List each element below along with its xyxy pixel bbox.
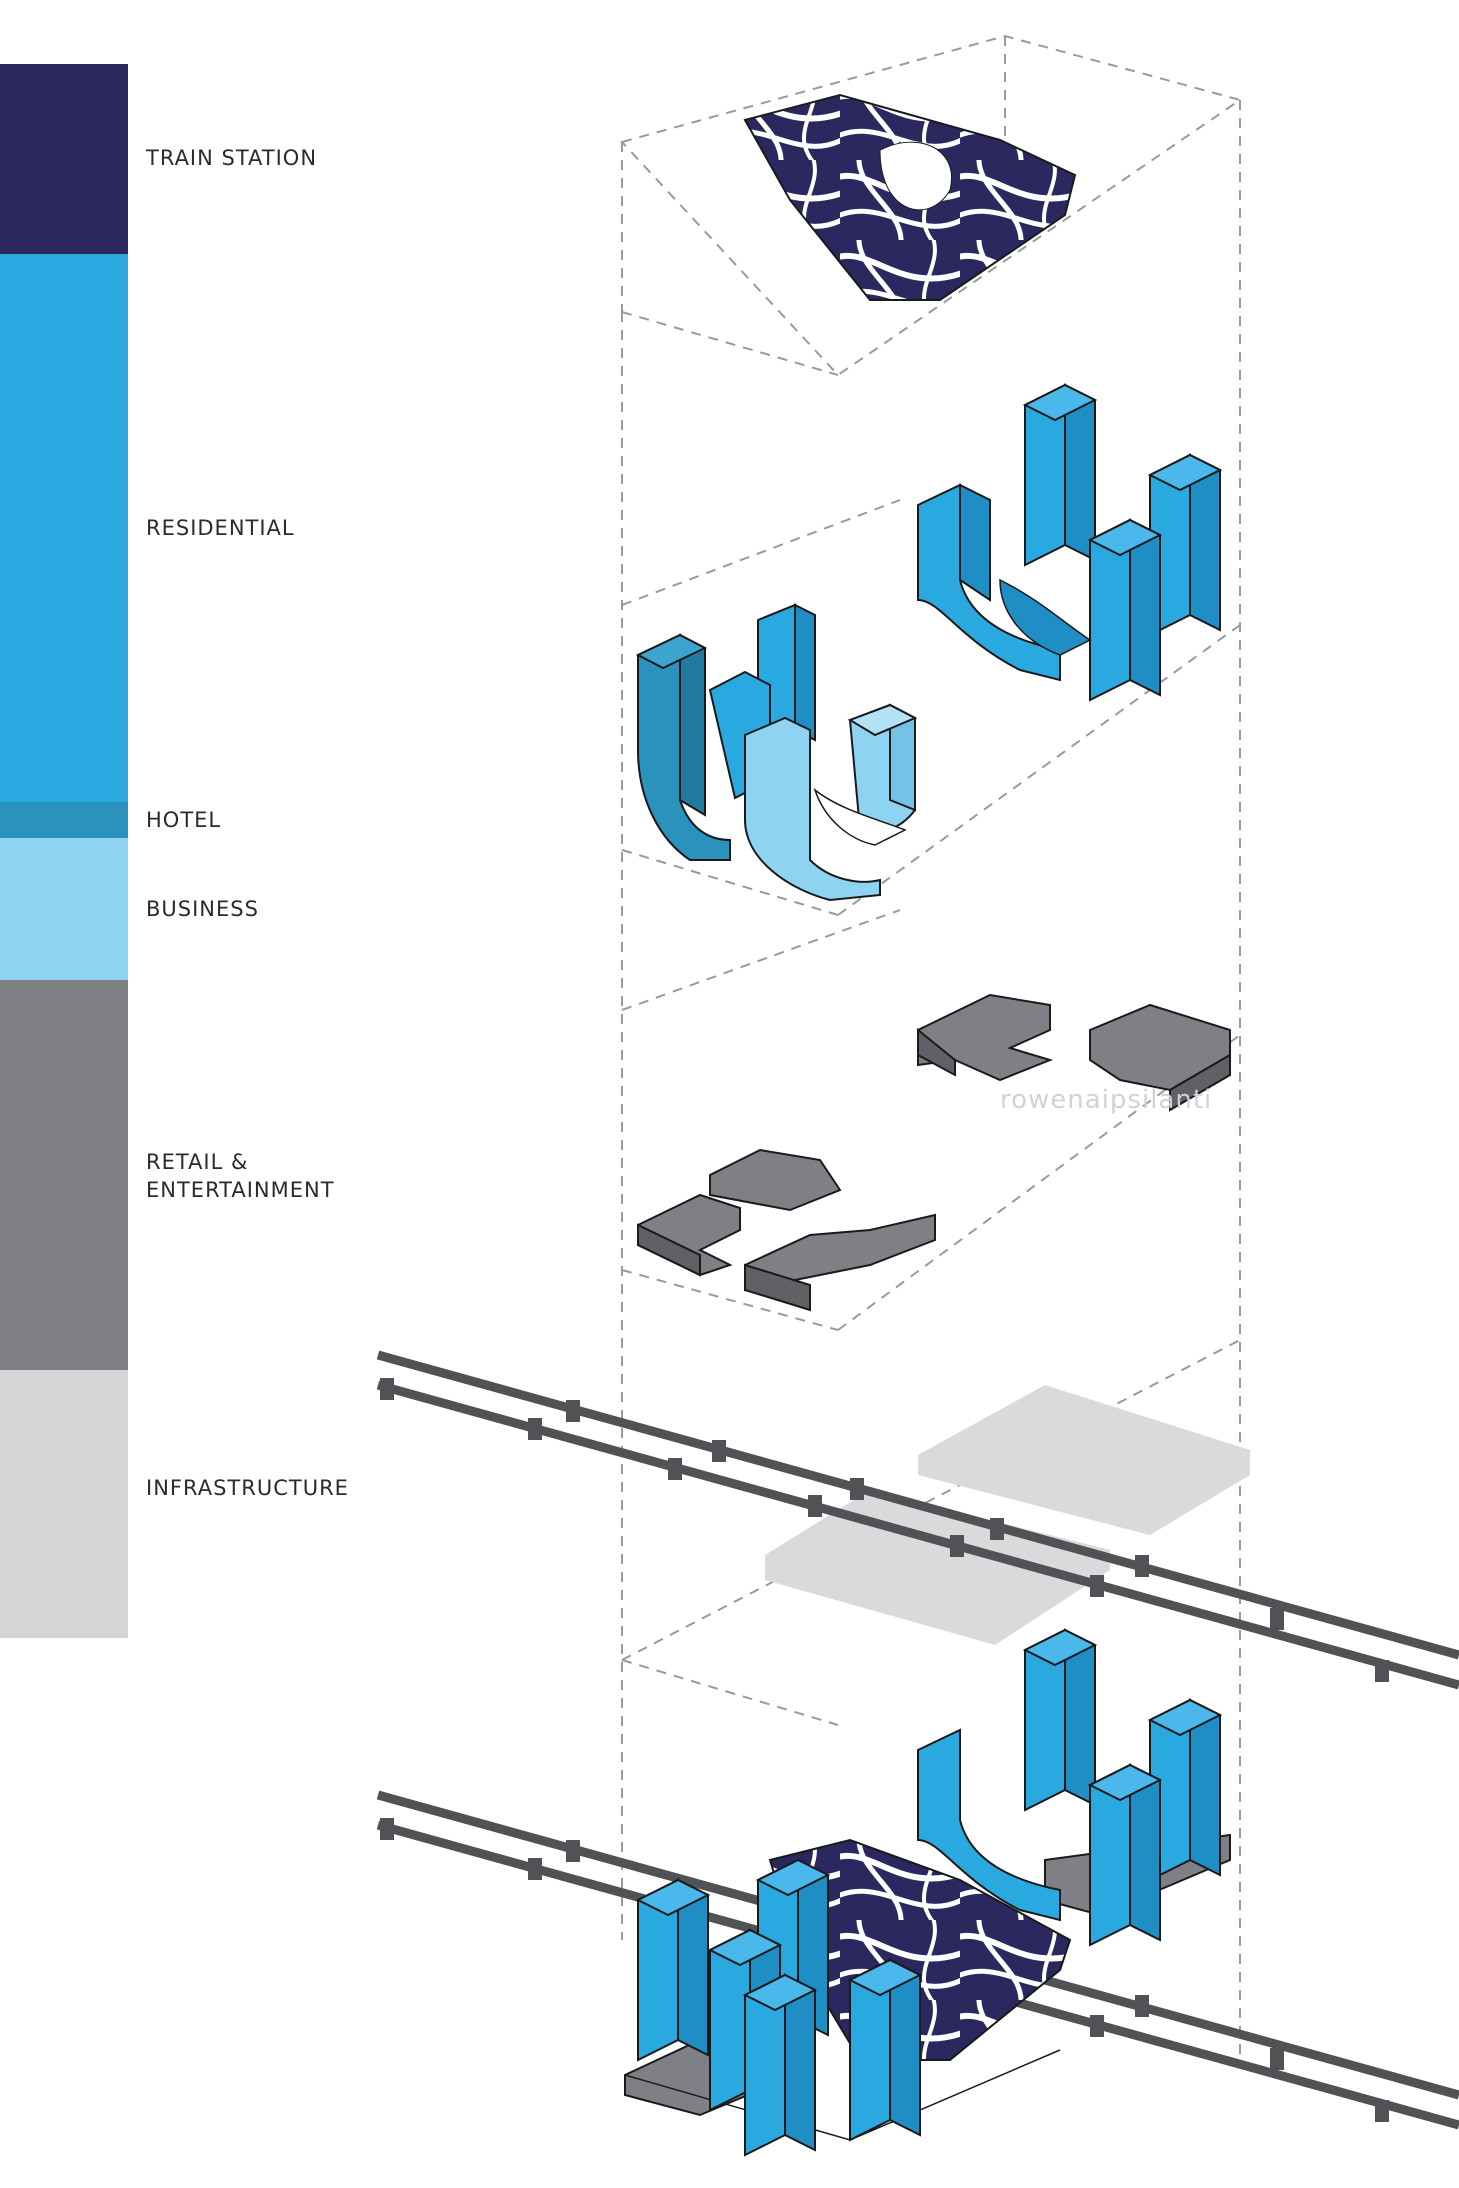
residential-cluster-composite-upper — [917, 1629, 1221, 1946]
legend-label-hotel: HOTEL — [146, 808, 222, 832]
retail-blocks-upper — [917, 993, 1231, 1112]
railway-upper — [376, 1350, 1459, 1690]
railway-lower-sleepers — [380, 1818, 1389, 2122]
legend-swatch-hotel — [0, 802, 128, 838]
legend-label-infrastructure: INFRASTRUCTURE — [146, 1476, 349, 1500]
legend-label-retail-line1: RETAIL & — [146, 1150, 249, 1174]
retail-blocks-lower — [637, 1148, 936, 1312]
legend-swatch-business — [0, 838, 128, 980]
watermark-text: rowenaipsilanti — [1000, 1085, 1212, 1115]
legend-label-retail-line2: ENTERTAINMENT — [146, 1178, 335, 1202]
legend-swatch-infrastructure — [0, 1370, 128, 1638]
railway-upper-sleepers — [380, 1378, 1389, 1682]
infrastructure-plates — [765, 1385, 1250, 1645]
legend-label-residential: RESIDENTIAL — [146, 516, 295, 540]
legend-swatch-residential — [0, 254, 128, 802]
hotel-business-cluster — [635, 603, 918, 902]
residential-cluster-upper — [917, 384, 1221, 701]
legend-swatch-train-station — [0, 64, 128, 254]
train-station-roof-top — [743, 93, 1077, 301]
legend-swatch-retail — [0, 980, 128, 1370]
legend-label-train-station: TRAIN STATION — [146, 146, 318, 170]
legend-label-business: BUSINESS — [146, 897, 259, 921]
